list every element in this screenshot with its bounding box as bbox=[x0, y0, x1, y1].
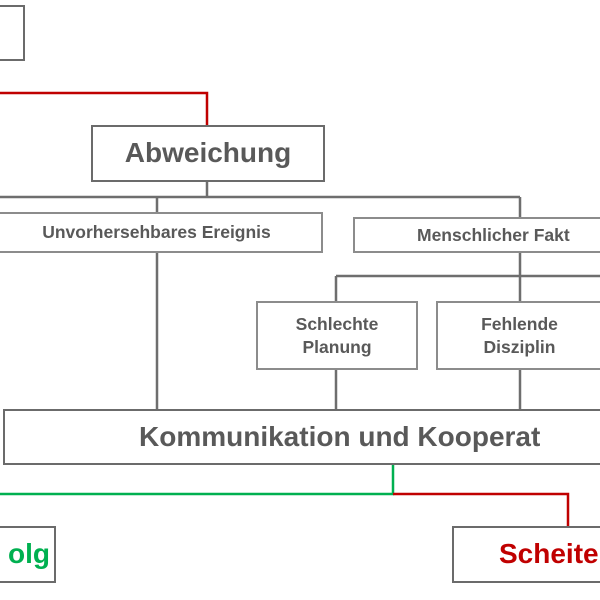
erfolg-label: olg bbox=[8, 538, 50, 570]
scheitern-node: Scheite bbox=[452, 526, 600, 583]
schlechte-planung-line1: Schlechte bbox=[295, 313, 379, 334]
schlechte-planung-line2: Planung bbox=[302, 336, 372, 357]
fehlende-disziplin-line1: Fehlende bbox=[481, 313, 558, 334]
connector-faktor-split bbox=[334, 253, 600, 301]
abweichung-node: Abweichung bbox=[91, 125, 325, 182]
connector-to-scheitern bbox=[393, 492, 570, 526]
fehlende-disziplin-node: Fehlende Disziplin bbox=[436, 301, 600, 370]
abweichung-label: Abweichung bbox=[124, 137, 292, 169]
unvorhersehbares-ereignis-node: Unvorhersehbares Ereignis bbox=[0, 212, 323, 253]
connector-abweichung-split bbox=[0, 182, 522, 217]
erfolg-node: olg bbox=[0, 526, 56, 583]
connector-top-to-abweichung bbox=[0, 91, 209, 125]
menschlicher-faktor-label: Menschlicher Fakt bbox=[417, 224, 570, 245]
menschlicher-faktor-node: Menschlicher Fakt bbox=[353, 217, 600, 253]
connector-to-erfolg bbox=[0, 465, 395, 496]
kommunikation-node: Kommunikation und Kooperat bbox=[3, 409, 600, 465]
scheitern-label: Scheite bbox=[499, 538, 599, 570]
unvorhersehbares-ereignis-label: Unvorhersehbares Ereignis bbox=[42, 222, 271, 243]
fehlende-disziplin-line2: Disziplin bbox=[483, 336, 556, 357]
kommunikation-label: Kommunikation und Kooperat bbox=[139, 420, 541, 452]
top-left-partial-node bbox=[0, 5, 25, 61]
schlechte-planung-node: Schlechte Planung bbox=[256, 301, 418, 370]
